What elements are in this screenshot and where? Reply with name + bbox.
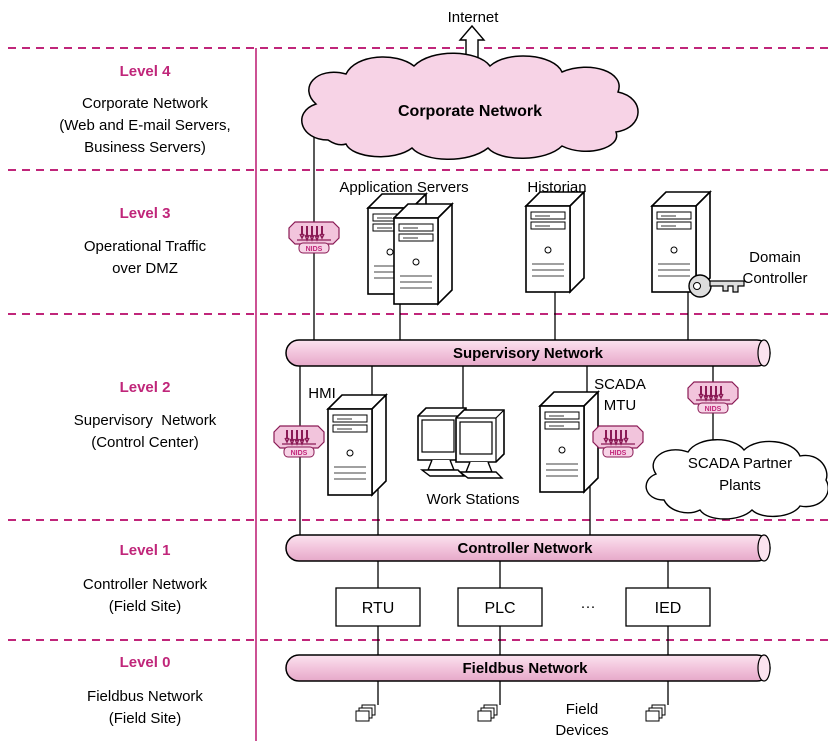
level-2-desc-line: Supervisory Network (74, 412, 217, 429)
level-4-desc-line: Business Servers) (84, 139, 206, 156)
scada-partner-plants-label: SCADA Partner (688, 455, 792, 472)
level-3-desc-line: over DMZ (112, 260, 178, 277)
level-3-label: Level 3 Operational Traffic over DMZ (84, 205, 207, 277)
hids-label: HIDS (610, 450, 627, 457)
cloud-shape (645, 439, 828, 520)
level-4-desc-line: (Web and E-mail Servers, (59, 117, 230, 134)
level-4-title: Level 4 (120, 63, 172, 80)
field-device-icon (645, 704, 666, 722)
domain-controller-label: Domain (749, 249, 801, 266)
scada-mtu-label: MTU (604, 397, 637, 414)
field-unit-ied: IED (625, 587, 711, 627)
internet-label: Internet (448, 9, 500, 26)
corporate-network-label: Corporate Network (398, 103, 542, 120)
field-devices-label: Field (566, 701, 599, 718)
key-icon (688, 274, 745, 298)
hmi-server-icon (327, 394, 387, 496)
scada-mtu-server-icon (539, 391, 599, 493)
level-1-label: Level 1 Controller Network (Field Site) (83, 542, 208, 615)
hids-sensor: HIDS (592, 425, 644, 458)
fieldbus-network-bus: Fieldbus Network (285, 654, 771, 682)
level-4-desc-line: Corporate Network (82, 95, 208, 112)
cloud-shape (301, 52, 639, 160)
corporate-network-cloud: Corporate Network (301, 52, 639, 160)
fieldbus-network-label: Fieldbus Network (462, 660, 588, 677)
level-separators (8, 47, 828, 641)
supervisory-network-bus: Supervisory Network (285, 339, 771, 367)
level-3-desc-line: Operational Traffic (84, 238, 207, 255)
level-1-title: Level 1 (120, 542, 171, 559)
level-1-desc-line: (Field Site) (109, 598, 182, 615)
controller-network-bus: Controller Network (285, 534, 771, 562)
field-device-icon (355, 704, 376, 722)
level-2-desc-line: (Control Center) (91, 434, 199, 451)
application-server-icon (393, 203, 453, 305)
field-unit-rtu: RTU (335, 587, 421, 627)
field-unit-plc: PLC (457, 587, 543, 627)
scada-partner-plants-label: Plants (719, 477, 761, 494)
nids-sensor: NIDS (687, 381, 739, 414)
field-device-icon (477, 704, 498, 722)
scada-partner-plants-cloud: SCADA Partner Plants (645, 439, 828, 520)
level-0-label: Level 0 Fieldbus Network (Field Site) (87, 654, 203, 727)
nids-label: NIDS (291, 450, 308, 457)
plc-label: PLC (484, 600, 515, 617)
hmi-label: HMI (308, 385, 336, 402)
level-2-label: Level 2 Supervisory Network (Control Cen… (74, 379, 217, 451)
level-2-title: Level 2 (120, 379, 171, 396)
level-4-label: Level 4 Corporate Network (Web and E-mai… (59, 63, 230, 156)
level-0-desc-line: (Field Site) (109, 710, 182, 727)
nids-label: NIDS (306, 246, 323, 253)
nids-sensor: NIDS (288, 221, 340, 254)
nids-sensor: NIDS (273, 425, 325, 458)
work-stations-label: Work Stations (426, 491, 519, 508)
domain-controller-label: Controller (742, 270, 807, 287)
application-servers-label: Application Servers (339, 179, 468, 196)
level-3-title: Level 3 (120, 205, 171, 222)
historian-server-icon (525, 191, 585, 293)
nids-label: NIDS (705, 406, 722, 413)
level-0-desc-line: Fieldbus Network (87, 688, 203, 705)
workstation-monitor-icon (455, 409, 505, 479)
ellipsis-label: ··· (581, 598, 596, 615)
controller-network-label: Controller Network (457, 540, 593, 557)
level-1-desc-line: Controller Network (83, 576, 208, 593)
scada-mtu-label: SCADA (594, 376, 646, 393)
field-devices-label: Devices (555, 722, 608, 739)
level-0-title: Level 0 (120, 654, 171, 671)
ied-label: IED (655, 600, 682, 617)
supervisory-network-label: Supervisory Network (453, 345, 604, 362)
rtu-label: RTU (362, 600, 395, 617)
